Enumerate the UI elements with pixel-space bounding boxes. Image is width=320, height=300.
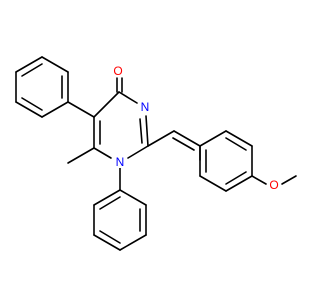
label-bg <box>111 63 125 77</box>
anisyl-bond <box>199 175 227 192</box>
methoxy-group <box>251 175 297 185</box>
phenyl-c5-bond <box>41 56 69 73</box>
phenyl-c5-bond <box>15 101 43 118</box>
ether-oxygen-label: O <box>269 178 278 192</box>
phenyl-n1-bond <box>119 234 147 251</box>
bond-c5-c4 <box>93 91 120 118</box>
bond-c2-n1 <box>127 145 149 159</box>
molecule-canvas: O N N O <box>15 56 297 251</box>
ring-nitrogen-3-label: N <box>141 100 150 114</box>
phenyl-n1-bond <box>93 234 121 251</box>
phenyl-c5-bond <box>41 101 69 118</box>
phenyl-ring-n1 <box>93 165 147 251</box>
carbonyl-group <box>116 77 123 93</box>
anisyl-bond <box>225 175 253 192</box>
phenyl-ring-c5 <box>15 56 95 118</box>
vinyl-double-inner <box>172 137 195 151</box>
methyl-bond <box>67 147 95 164</box>
bond-c4-n3 <box>118 91 138 104</box>
phenyl-n1-double <box>99 230 121 244</box>
atom-labels: O N N O <box>111 63 281 192</box>
phenyl-n1-bond <box>119 189 147 206</box>
label-bg <box>267 177 281 191</box>
label-bg <box>138 99 152 113</box>
phenyl-c5-double <box>21 63 43 77</box>
vinyl-double-outer <box>173 130 201 147</box>
label-bg <box>113 154 127 168</box>
phenyl-n1-double <box>99 196 121 210</box>
anisyl-double <box>225 171 247 185</box>
anisyl-bond <box>199 130 227 147</box>
vinyl-linker <box>147 130 201 161</box>
bond-n1-c6 <box>93 147 112 159</box>
anisyl-double <box>225 137 247 151</box>
phenyl-c5-bond <box>15 56 43 73</box>
carbonyl-oxygen-label: O <box>113 64 122 78</box>
bond-c2-vinyl <box>147 130 175 147</box>
phenyl-c5-double <box>21 97 43 111</box>
bond-n3-c2-inner <box>139 118 143 144</box>
ring-nitrogen-1-label: N <box>116 155 125 169</box>
bond-n3-c2-outer <box>145 115 149 147</box>
bond-o-ch3 <box>281 175 297 185</box>
molecule-structure: O N N O <box>15 56 297 251</box>
pyrimidinone-ring <box>93 91 149 159</box>
phenyl-n1-bond <box>93 189 121 206</box>
methoxyphenyl-ring <box>199 130 253 192</box>
bond-c5-phenyl <box>67 101 95 118</box>
anisyl-bond <box>225 130 253 147</box>
bond-aryl-o <box>251 175 267 185</box>
